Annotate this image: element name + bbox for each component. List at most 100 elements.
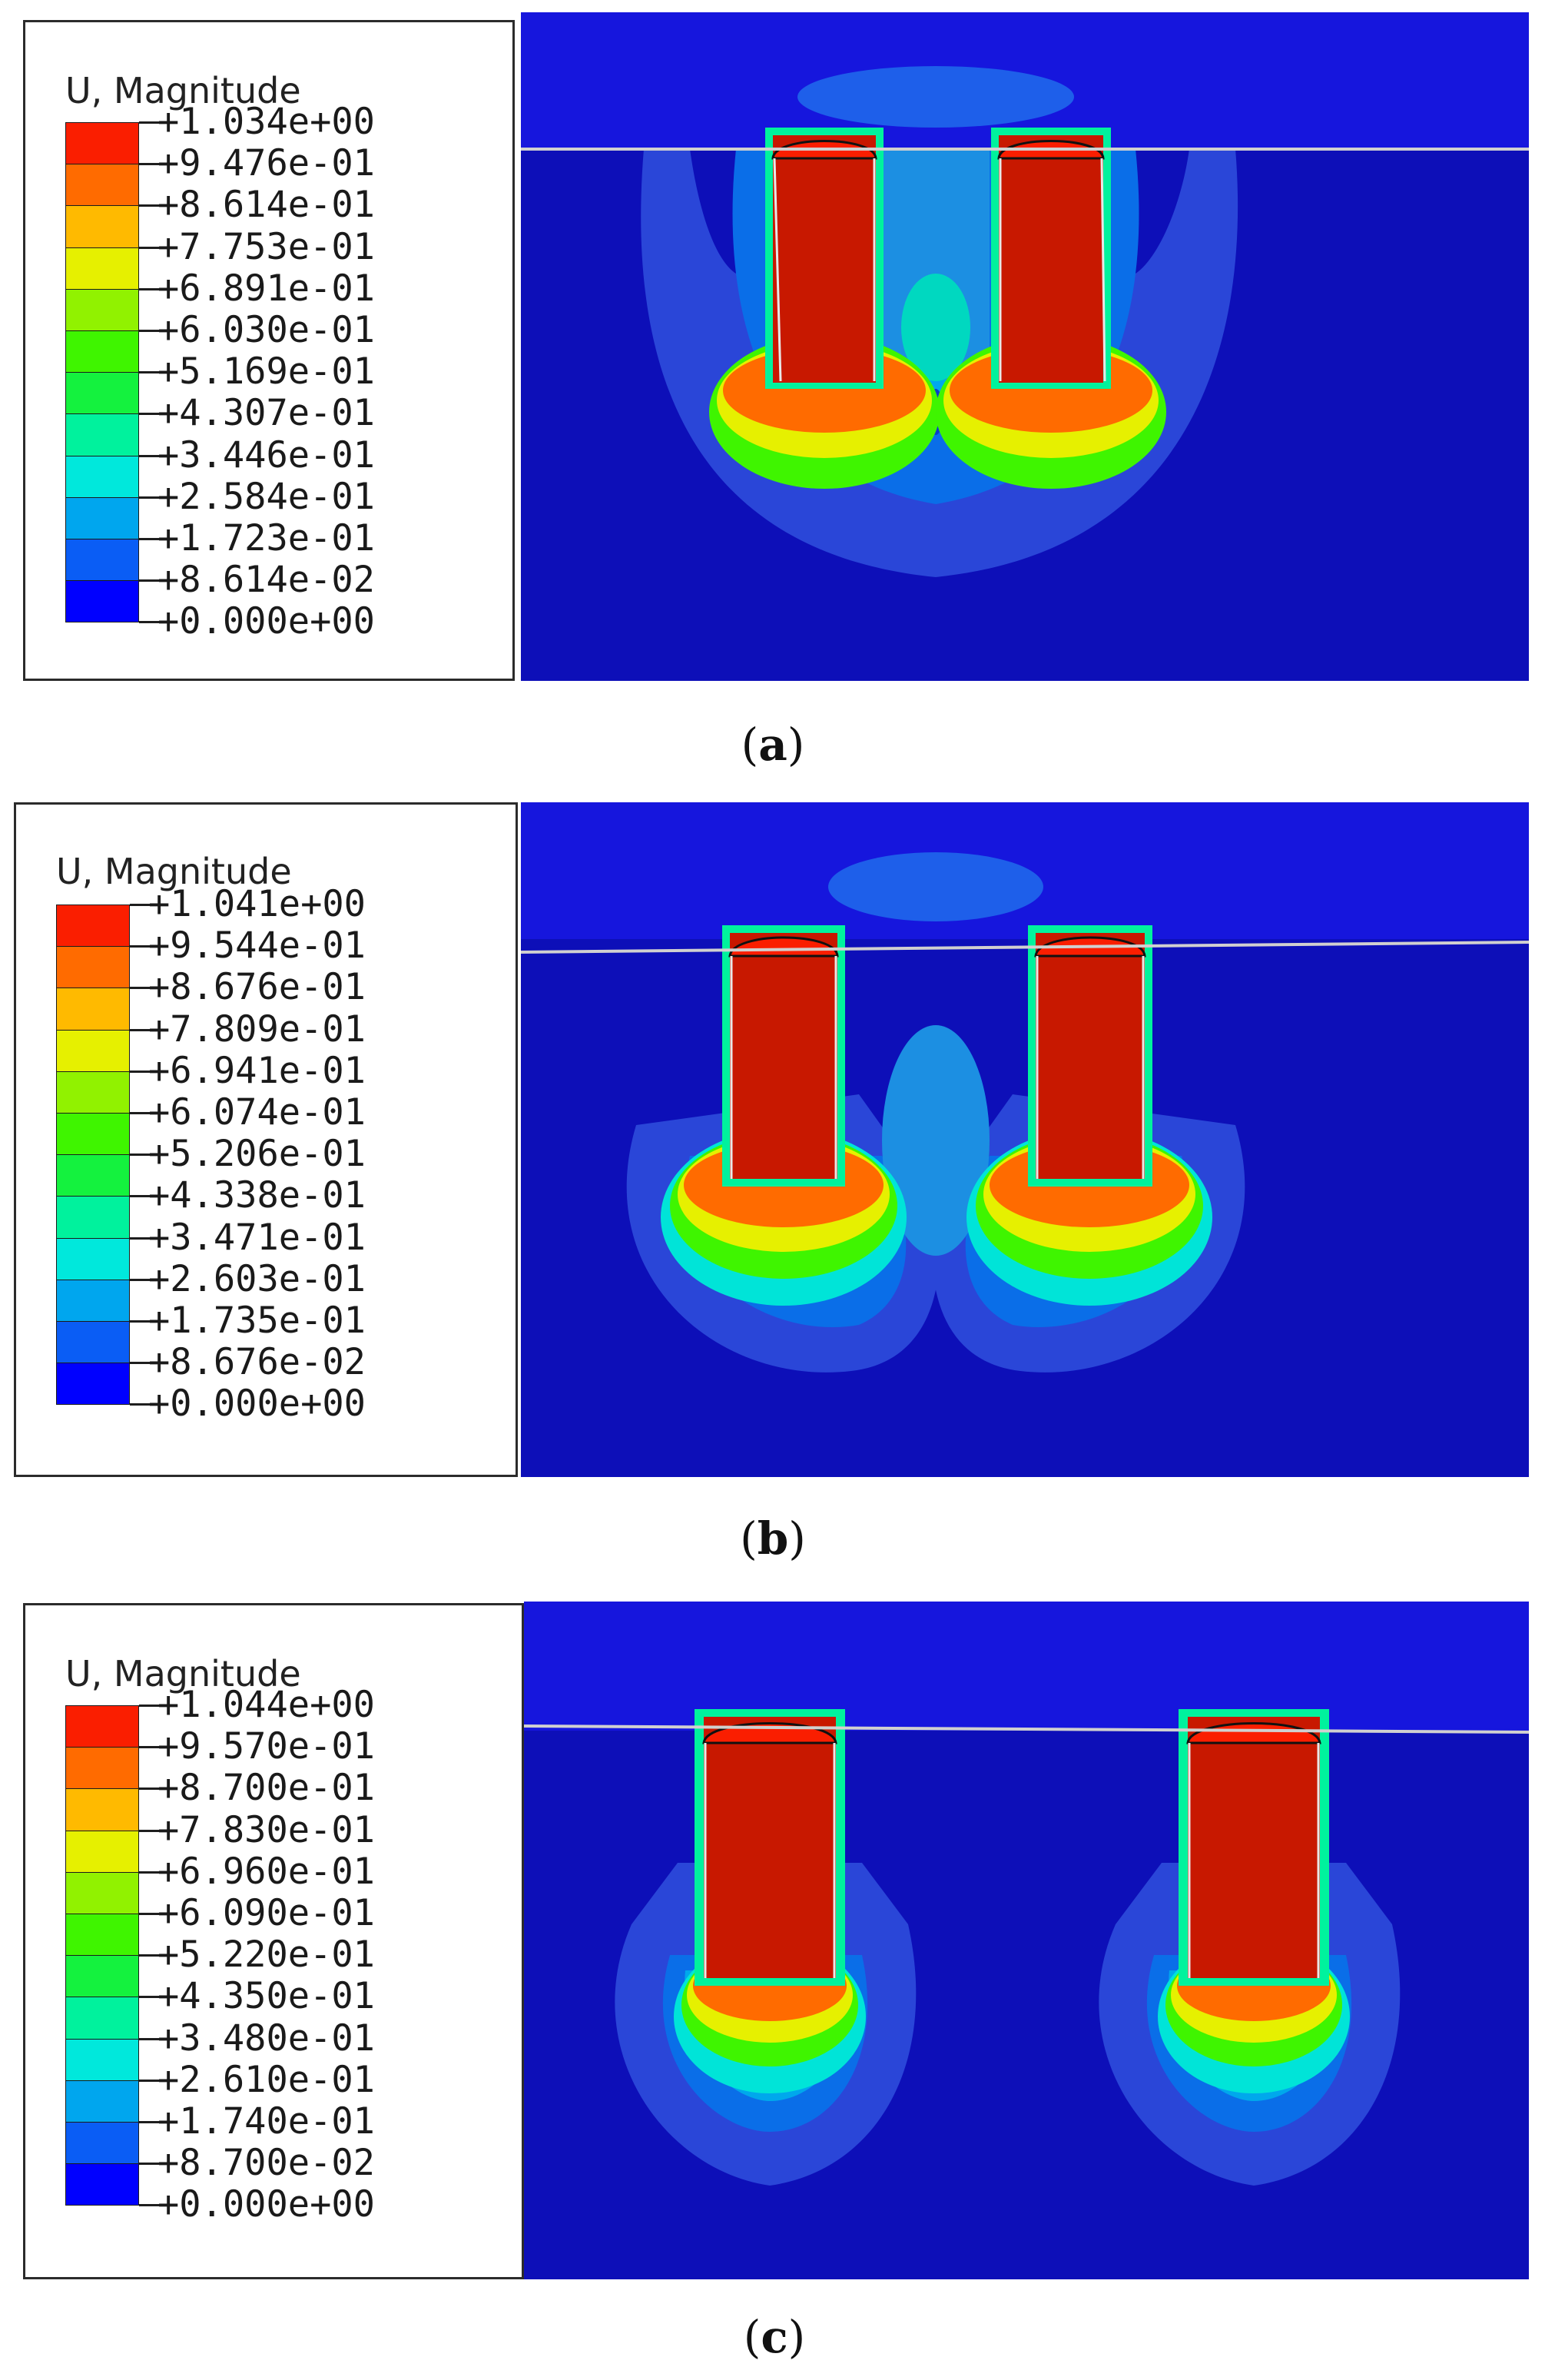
legend-swatch — [65, 2038, 139, 2081]
legend-tick — [139, 287, 162, 290]
legend-swatch — [65, 330, 139, 373]
legend-label: +2.584e-01 — [157, 475, 375, 518]
legend-tick — [139, 1996, 162, 1999]
pile-left — [773, 135, 876, 383]
legend-swatch — [56, 946, 130, 989]
legend-tick — [139, 121, 162, 124]
legend-tick — [139, 454, 162, 457]
legend-tick — [139, 621, 162, 624]
ground-surface-line — [524, 1724, 1529, 1734]
legend-label: +6.030e-01 — [157, 309, 375, 351]
legend-swatch — [56, 1279, 130, 1322]
legend-label: +5.220e-01 — [157, 1934, 375, 1977]
legend-tick — [130, 1153, 153, 1157]
pile-left — [704, 1717, 836, 1978]
contour-plot-b — [521, 802, 1529, 1477]
legend-tick — [130, 1403, 153, 1406]
legend-label: +1.041e+00 — [148, 883, 366, 925]
legend-label: +5.169e-01 — [157, 350, 375, 393]
ground-surface-line — [521, 941, 1529, 954]
legend-tick — [139, 1746, 162, 1749]
legend-swatch — [65, 122, 139, 165]
legend-tick — [139, 1705, 162, 1707]
legend-tick — [139, 163, 162, 166]
legend-swatch — [65, 539, 139, 582]
legend-title-b: U, Magnitude — [56, 851, 292, 892]
legend-swatch — [65, 1747, 139, 1790]
legend-tick — [130, 1362, 153, 1365]
surface-heave — [797, 66, 1074, 128]
legend-label: +2.610e-01 — [157, 2058, 375, 2101]
gap-lobe — [901, 274, 970, 381]
legend-swatch — [56, 1029, 130, 1072]
legend-swatch — [65, 2122, 139, 2165]
legend-label: +6.960e-01 — [157, 1850, 375, 1893]
legend-box-a: U, Magnitude +1.034e+00+9.476e-01+8.614e… — [23, 20, 515, 681]
legend-label: +1.740e-01 — [157, 2100, 375, 2143]
legend-tick — [130, 1028, 153, 1031]
legend-tick — [139, 1787, 162, 1791]
legend-swatch — [65, 1705, 139, 1748]
gap-lobe — [882, 1025, 990, 1256]
legend-swatch — [56, 1196, 130, 1239]
legend-swatch — [65, 288, 139, 331]
caption-letter-c: c — [761, 2311, 788, 2363]
legend-tick — [139, 2204, 162, 2207]
legend-label: +6.891e-01 — [157, 267, 375, 310]
legend-label: +1.723e-01 — [157, 517, 375, 559]
legend-label: +5.206e-01 — [148, 1133, 366, 1176]
legend-tick — [139, 246, 162, 249]
figure-panel-c: U, Magnitude +1.044e+00+9.570e-01+8.700e… — [0, 1591, 1545, 2380]
legend-tick — [139, 538, 162, 540]
legend-swatch — [65, 1997, 139, 2040]
legend-swatch — [65, 413, 139, 456]
legend-label: +8.676e-02 — [148, 1341, 366, 1384]
legend-swatch — [56, 1113, 130, 1156]
legend-tick — [130, 945, 153, 948]
legend-label: +9.570e-01 — [157, 1725, 375, 1768]
legend-label: +1.044e+00 — [157, 1684, 375, 1726]
legend-swatch — [56, 1154, 130, 1197]
legend-label: +1.735e-01 — [148, 1300, 366, 1342]
legend-tick — [139, 1913, 162, 1915]
legend-tick — [139, 413, 162, 416]
legend-tick — [130, 904, 153, 906]
legend-swatch — [65, 205, 139, 248]
legend-swatch — [65, 2163, 139, 2206]
legend-swatch — [56, 1237, 130, 1280]
legend-label: +0.000e+00 — [157, 2183, 375, 2226]
legend-swatch — [56, 988, 130, 1031]
legend-swatch — [56, 1071, 130, 1114]
contour-plot-a — [521, 12, 1529, 681]
caption-letter-b: b — [757, 1512, 789, 1565]
legend-swatch — [65, 1830, 139, 1873]
legend-title-a: U, Magnitude — [65, 70, 301, 111]
legend-tick — [130, 1320, 153, 1323]
legend-label: +6.090e-01 — [157, 1892, 375, 1934]
legend-tick — [130, 1278, 153, 1281]
legend-swatch — [65, 164, 139, 207]
legend-label: +4.338e-01 — [148, 1174, 366, 1217]
legend-tick — [139, 2037, 162, 2040]
contour-svg-b — [521, 802, 1529, 1477]
legend-tick — [139, 579, 162, 583]
legend-swatch — [65, 1955, 139, 1998]
legend-label: +3.480e-01 — [157, 2017, 375, 2060]
pile-right — [1036, 933, 1145, 1179]
contour-svg-c — [524, 1602, 1529, 2279]
legend-label: +8.700e-02 — [157, 2142, 375, 2185]
legend-box-b: U, Magnitude +1.041e+00+9.544e-01+8.676e… — [14, 802, 518, 1477]
legend-tick — [139, 2163, 162, 2166]
legend-box-c: U, Magnitude +1.044e+00+9.570e-01+8.700e… — [23, 1603, 524, 2279]
legend-swatch — [65, 1788, 139, 1831]
legend-label: +4.350e-01 — [157, 1975, 375, 2018]
pile-right-edge-r — [1100, 158, 1106, 382]
legend-tick — [130, 1236, 153, 1240]
legend-swatch — [65, 247, 139, 290]
caption-letter-a: a — [758, 719, 787, 771]
legend-tick — [139, 371, 162, 374]
legend-tick — [130, 1195, 153, 1198]
legend-tick — [130, 1070, 153, 1073]
legend-label: +7.830e-01 — [157, 1808, 375, 1851]
pile-left — [730, 933, 837, 1179]
